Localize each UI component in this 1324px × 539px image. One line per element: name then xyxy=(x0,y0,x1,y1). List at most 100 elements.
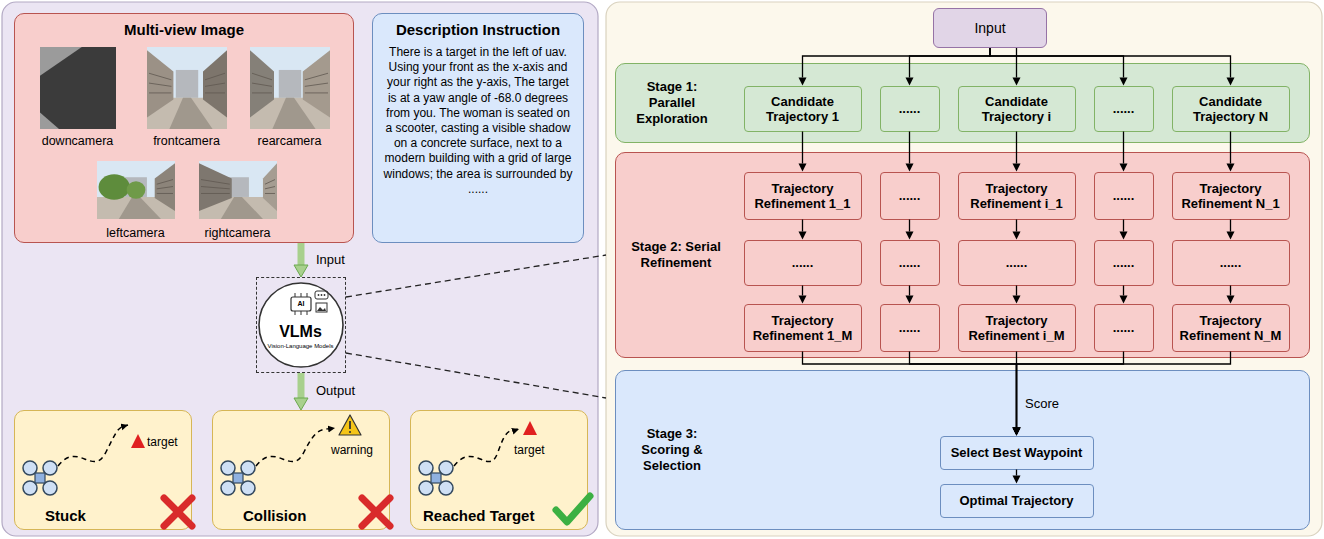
drone-arm xyxy=(30,468,50,488)
text-slot: Stuck xyxy=(45,507,86,525)
camera-view: leftcamera xyxy=(92,160,180,240)
icon-label-slot: AI xyxy=(291,297,311,311)
far-building xyxy=(279,70,301,98)
box-label: ...... xyxy=(899,101,921,116)
box-label: Trajectory Refinement i_M xyxy=(963,313,1071,343)
drone-arm xyxy=(228,468,248,488)
text-slot: target xyxy=(514,443,545,458)
window-row xyxy=(305,92,328,93)
candidate-box: ...... xyxy=(880,86,940,132)
ground xyxy=(97,197,175,219)
camera-picture xyxy=(40,47,116,129)
text-slot: target xyxy=(147,435,178,450)
camera-view: frontcamera xyxy=(143,46,231,148)
instruction-text: There is a target in the left of uav. Us… xyxy=(373,45,583,197)
edge-label-slot: Output xyxy=(316,383,355,399)
refinement-box: Trajectory Refinement N_M xyxy=(1172,304,1290,352)
connector-arrow xyxy=(990,48,1124,78)
connector-arrow xyxy=(803,48,991,78)
stage-label: Stage 1: Parallel Exploration xyxy=(624,79,720,127)
vlm-circle xyxy=(259,283,343,367)
camera-view: rearcamera xyxy=(246,46,334,148)
flight-path xyxy=(256,428,335,466)
box-label: ...... xyxy=(1113,188,1135,203)
stage-band: Stage 3: Scoring & SelectionSelect Best … xyxy=(615,370,1310,530)
refinement-box: Trajectory Refinement i_M xyxy=(958,304,1076,352)
chip-pin xyxy=(295,293,296,297)
box-label: Input xyxy=(974,20,1005,36)
drone-body xyxy=(35,473,45,483)
candidate-box: ...... xyxy=(1094,86,1154,132)
building xyxy=(199,163,232,211)
drone-rotor xyxy=(419,481,433,495)
connector-arrow xyxy=(1017,352,1124,428)
window-row xyxy=(205,73,225,80)
connector-arrow xyxy=(910,352,1017,428)
chat-dot xyxy=(321,294,323,296)
chip-pin xyxy=(307,293,308,297)
refinement-box: ...... xyxy=(958,240,1076,286)
tree xyxy=(127,181,146,198)
window-row xyxy=(252,73,272,80)
camera-label: downcamera xyxy=(42,134,114,148)
building xyxy=(250,50,274,117)
flow-arrow xyxy=(298,373,305,398)
zoom-line xyxy=(346,255,606,297)
box-label: ...... xyxy=(899,255,921,270)
box-label: Candidate Trajectory N xyxy=(1177,94,1285,124)
connector-arrow xyxy=(1230,132,1231,164)
window-row xyxy=(252,83,272,86)
edge-label-slot: Input xyxy=(316,252,345,268)
text-slot: Vision-Language Models xyxy=(257,342,344,351)
sky xyxy=(250,47,330,129)
building xyxy=(303,50,330,117)
camera-label: frontcamera xyxy=(153,134,220,148)
far-building xyxy=(176,70,198,98)
connector-arrow xyxy=(1016,48,1017,78)
window-row xyxy=(252,92,272,93)
drone-rotor xyxy=(439,461,453,475)
drone-rotor xyxy=(43,481,57,495)
road xyxy=(272,98,315,129)
refinement-box: Trajectory Refinement 1_M xyxy=(744,304,862,352)
chat-dot xyxy=(318,294,320,296)
box-label: Trajectory Refinement 1_M xyxy=(749,313,857,343)
panel-heading: Description Instruction xyxy=(396,21,560,39)
ground xyxy=(40,47,116,129)
drone-rotor xyxy=(241,461,255,475)
drone-rotor xyxy=(23,461,37,475)
module-subtitle: Vision-Language Models xyxy=(257,342,344,351)
drone-icon xyxy=(221,461,255,495)
camera-view: downcamera xyxy=(36,46,120,148)
road xyxy=(221,197,263,219)
process-box: Select Best Waypoint xyxy=(940,436,1094,470)
window-row xyxy=(157,187,173,189)
stage-band: Stage 1: Parallel Exploration Candidate T… xyxy=(615,63,1310,143)
camera-picture xyxy=(250,47,330,129)
box-label: ...... xyxy=(1113,101,1135,116)
warning-sign xyxy=(339,415,361,435)
drone-rotor xyxy=(439,481,453,495)
right-panel xyxy=(606,2,1322,536)
window-row xyxy=(201,193,230,194)
connector-arrow xyxy=(1123,220,1124,232)
image-icon xyxy=(316,303,327,312)
connector-arrow xyxy=(1230,286,1231,296)
window-row xyxy=(205,92,225,93)
edge-label: Input xyxy=(316,252,345,268)
window-row xyxy=(201,187,230,189)
camera-picture xyxy=(147,47,227,129)
outcome-label: Stuck xyxy=(45,507,86,525)
refinement-box: ...... xyxy=(1094,304,1154,352)
warning-dot xyxy=(349,431,351,433)
candidate-box: Candidate Trajectory N xyxy=(1172,86,1290,132)
camera-view: rightcamera xyxy=(194,160,282,240)
marker-label: target xyxy=(514,443,545,458)
window-row xyxy=(157,180,173,185)
chip-pin xyxy=(301,293,302,297)
connector-arrow xyxy=(1123,286,1124,296)
warning-mark xyxy=(349,421,351,429)
stage-label: Stage 2: Serial Refinement xyxy=(628,239,724,271)
camera-label: leftcamera xyxy=(106,226,164,240)
